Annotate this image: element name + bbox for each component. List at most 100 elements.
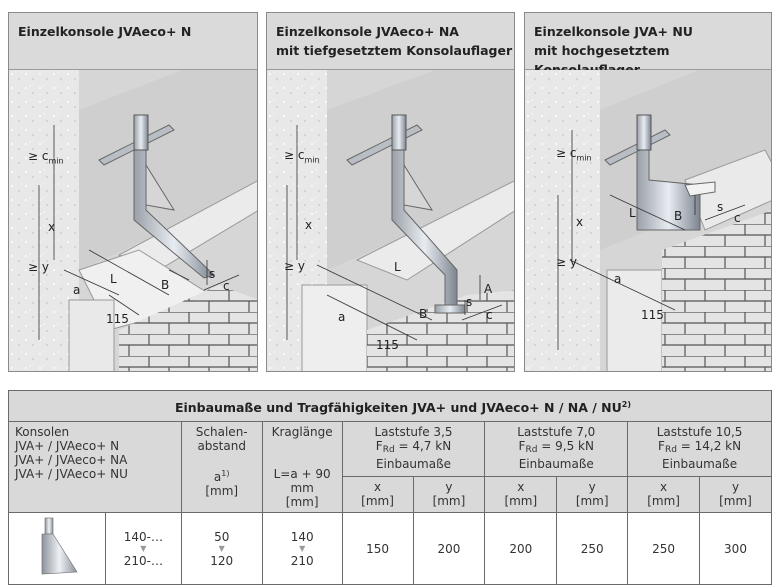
frd-value: = 14,2 kN <box>680 439 742 454</box>
illustration-jva-nu: ≥ cmin x ≥ y L B s c a 115 <box>525 70 771 371</box>
f-label: F <box>518 439 526 454</box>
x-label: x <box>374 479 382 494</box>
unit: [mm] <box>647 493 680 508</box>
dim-115: 115 <box>376 338 399 352</box>
dim-cmin-sub: min <box>48 156 64 166</box>
y-label: y <box>588 479 596 494</box>
unit: [mm] <box>432 493 466 508</box>
dim-x: x <box>576 215 584 229</box>
type-from: 140-… <box>123 529 163 544</box>
dim-cmin-sub: min <box>576 153 592 163</box>
dim-A: A <box>484 282 493 296</box>
header-schalen-symbol: a1) <box>184 467 260 484</box>
header-krag-l1: Kraglänge <box>271 425 333 440</box>
dim-cmin-text: ≥ c <box>28 149 49 163</box>
illustration-jvaeco-n: ≥ cmin x ≥ y a L B s c 115 <box>9 70 257 371</box>
unit: [mm] <box>504 493 538 508</box>
dim-a: a <box>73 283 81 297</box>
f-label: F <box>658 439 665 454</box>
laststufe-frd: FRd = 14,2 kN <box>630 439 769 457</box>
header-konsolen: Konsolen JVA+ / JVAeco+ N JVA+ / JVAeco+… <box>8 421 182 514</box>
header-schalen-l2: abstand <box>197 439 246 454</box>
unit: [mm] <box>361 493 394 508</box>
unit: [mm] <box>285 495 319 510</box>
value-y-10-5: 300 <box>699 512 772 585</box>
dim-115: 115 <box>106 312 129 326</box>
header-schalenabstand: Schalen- abstand a1) [mm] <box>180 421 263 514</box>
value-x-3-5: 150 <box>341 512 414 585</box>
footnote-ref: 2) <box>621 400 631 409</box>
dim-L: L <box>394 260 401 274</box>
table-row: 140-…▼210-… 50▼120 140▼210 150 200 200 2… <box>8 512 772 585</box>
L-range: 140▼210 <box>261 512 343 585</box>
frd-value: = 4,7 kN <box>398 439 452 454</box>
a-from: 50 <box>214 529 230 544</box>
dim-L: L <box>110 272 117 286</box>
L-to: 210 <box>290 553 314 568</box>
panel-title-line2: mit tiefgesetztem Konsolauflager <box>276 43 513 58</box>
arrow-down-icon: ▼ <box>140 543 147 553</box>
header-x: x[mm] <box>341 475 414 514</box>
dim-cmin: ≥ cmin <box>284 149 320 166</box>
y-label: y <box>445 479 453 494</box>
header-schalen-l1: Schalen- <box>195 425 248 440</box>
header-laststufe-1: Laststufe 3,5 FRd = 4,7 kN Einbaumaße <box>341 421 486 477</box>
konsole-type-nu: JVA+ / JVAeco+ NU <box>15 467 128 482</box>
value-x-10-5: 250 <box>627 512 701 585</box>
dim-s: s <box>717 200 724 214</box>
bracket-icon <box>41 517 78 575</box>
footnote-ref: 1) <box>221 469 230 479</box>
panel-jvaeco-n: Einzelkonsole JVAeco+ N <box>8 12 258 372</box>
value-y-7-0: 250 <box>556 512 629 585</box>
bracket-thumbnail <box>8 512 106 585</box>
f-label: F <box>375 439 383 454</box>
dim-a: a <box>338 310 346 324</box>
unit: [mm] <box>205 484 239 499</box>
unit: [mm] <box>575 493 609 508</box>
dim-cmin-text: ≥ c <box>284 148 305 162</box>
dim-cmin: ≥ cmin <box>28 150 64 167</box>
laststufe-frd: FRd = 4,7 kN <box>345 439 483 457</box>
panel-title: Einzelkonsole JVAeco+ N <box>9 13 257 70</box>
header-x: x[mm] <box>484 475 558 514</box>
header-laststufe-3: Laststufe 10,5 FRd = 14,2 kN Einbaumaße <box>627 421 772 477</box>
header-konsolen-label: Konsolen <box>15 425 70 440</box>
header-laststufe-2: Laststufe 7,0 FRd = 9,5 kN Einbaumaße <box>484 421 629 477</box>
laststufe-sub: Einbaumaße <box>518 457 594 472</box>
header-krag-formula: L=a + 90 mm <box>273 467 331 496</box>
dim-B: B <box>419 307 428 321</box>
illustration-jvaeco-na: ≥ cmin x ≥ y L A s B c a 115 <box>267 70 514 371</box>
laststufe-name: Laststufe 7,0 <box>517 425 596 440</box>
header-x: x[mm] <box>627 475 701 514</box>
laststufe-sub: Einbaumaße <box>375 457 452 472</box>
dim-B: B <box>161 278 170 292</box>
bracket-drawing <box>525 70 771 371</box>
header-y: y[mm] <box>556 475 629 514</box>
panel-title-line1: Einzelkonsole JVA+ NU <box>534 24 693 39</box>
a-to: 120 <box>210 553 234 568</box>
header-y: y[mm] <box>699 475 772 514</box>
f-sub: Rd <box>664 445 677 456</box>
dim-B: B <box>674 209 683 223</box>
x-label: x <box>517 479 525 494</box>
dim-s: s <box>209 267 216 281</box>
f-sub: Rd <box>382 445 395 456</box>
arrow-down-icon: ▼ <box>299 543 306 553</box>
table-title-row: Einbaumaße und Tragfähigkeiten JVA+ und … <box>8 389 772 423</box>
header-y: y[mm] <box>412 475 486 514</box>
dim-y: ≥ y <box>284 259 305 273</box>
symbol-a: a <box>213 470 222 485</box>
type-to: 210-… <box>123 553 163 568</box>
value-y-3-5: 200 <box>412 512 486 585</box>
konsole-type-na: JVA+ / JVAeco+ NA <box>15 453 128 468</box>
header-row: Konsolen JVA+ / JVAeco+ N JVA+ / JVAeco+… <box>8 421 772 514</box>
y-label: y <box>731 479 740 494</box>
dimensions-capacity-table: Einbaumaße und Tragfähigkeiten JVA+ und … <box>8 389 772 585</box>
bracket-drawing <box>267 70 514 371</box>
dim-s: s <box>466 295 473 309</box>
a-range: 50▼120 <box>180 512 263 585</box>
